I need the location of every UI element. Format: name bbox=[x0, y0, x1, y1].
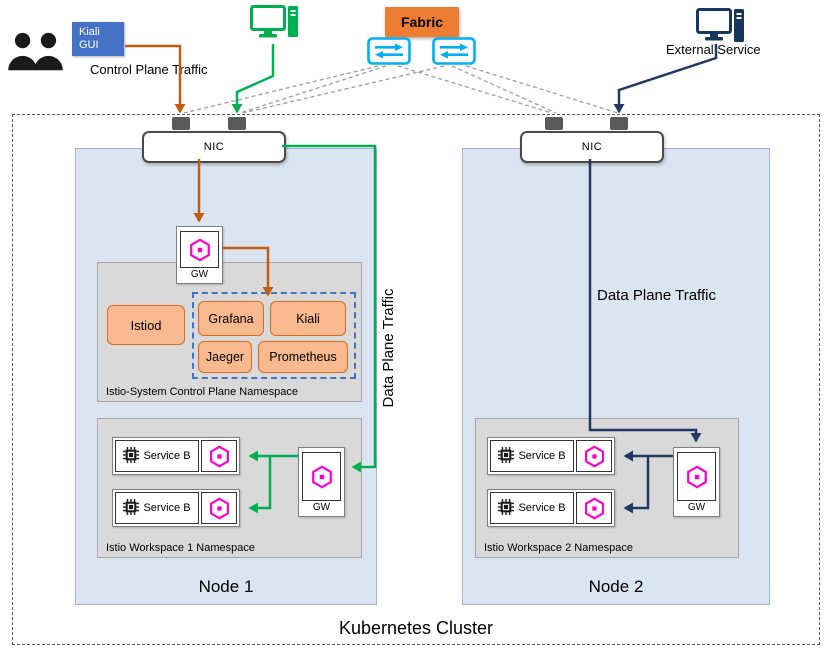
external-service-label: External Service bbox=[666, 42, 761, 57]
envoy-gateway-icon bbox=[677, 452, 716, 501]
nic-port bbox=[545, 117, 563, 130]
envoy-gateway-icon bbox=[180, 231, 219, 268]
service-label: Service B bbox=[518, 450, 566, 462]
service-b-pod: Service B bbox=[487, 437, 615, 475]
cpu-chip-icon bbox=[498, 446, 515, 466]
envoy-sidecar-icon bbox=[201, 440, 237, 472]
cluster-label: Kubernetes Cluster bbox=[338, 618, 494, 638]
node2-nic: NIC bbox=[520, 131, 664, 163]
network-switch-icon bbox=[367, 37, 411, 70]
workspace-2-gateway: GW bbox=[673, 447, 720, 517]
network-switch-icon bbox=[432, 37, 476, 70]
fabric-box: Fabric bbox=[385, 7, 459, 37]
envoy-sidecar-icon bbox=[576, 492, 612, 524]
grafana-box: Grafana bbox=[198, 301, 264, 336]
gateway-label: GW bbox=[687, 502, 706, 513]
node1-nic: NIC bbox=[142, 131, 286, 163]
prometheus-box: Prometheus bbox=[258, 341, 348, 373]
gateway-label: GW bbox=[312, 502, 331, 513]
cpu-chip-icon bbox=[123, 446, 140, 466]
data-plane-traffic-label-vertical: Data Plane Traffic bbox=[380, 288, 397, 408]
service-b-pod: Service B bbox=[487, 489, 615, 527]
envoy-sidecar-icon bbox=[576, 440, 612, 472]
node-1-label: Node 1 bbox=[198, 577, 254, 596]
kiali-gui-box: Kiali GUI bbox=[72, 22, 124, 56]
service-label: Service B bbox=[518, 502, 566, 514]
kiali-gui-label-line1: Kiali bbox=[79, 26, 100, 38]
control-plane-namespace-label: Istio-System Control Plane Namespace bbox=[106, 386, 298, 398]
workspace-2-label: Istio Workspace 2 Namespace bbox=[484, 542, 633, 554]
fabric-dashed-links bbox=[183, 65, 619, 114]
service-label: Service B bbox=[143, 502, 191, 514]
node-2-label: Node 2 bbox=[588, 577, 644, 596]
nic-port bbox=[610, 117, 628, 130]
cpu-chip-icon bbox=[123, 498, 140, 518]
workspace-1-label: Istio Workspace 1 Namespace bbox=[106, 542, 255, 554]
kiali-box: Kiali bbox=[270, 301, 346, 336]
jaeger-box: Jaeger bbox=[198, 341, 252, 373]
data-plane-traffic-label: Data Plane Traffic bbox=[597, 287, 716, 304]
service-b-pod: Service B bbox=[112, 437, 240, 475]
kiali-gui-label-line2: GUI bbox=[79, 39, 99, 51]
external-service-computer-icon bbox=[696, 8, 746, 53]
nic-port bbox=[228, 117, 246, 130]
envoy-sidecar-icon bbox=[201, 492, 237, 524]
istiod-box: Istiod bbox=[107, 305, 185, 345]
workstation-computer-icon bbox=[250, 5, 300, 50]
service-label: Service B bbox=[143, 450, 191, 462]
nic-label: NIC bbox=[203, 141, 225, 153]
nic-label: NIC bbox=[581, 141, 603, 153]
nic-port bbox=[172, 117, 190, 130]
control-plane-traffic-label: Control Plane Traffic bbox=[90, 62, 208, 77]
envoy-gateway-icon bbox=[302, 452, 341, 501]
kubernetes-cluster-boundary: Kubernetes Cluster bbox=[12, 114, 820, 645]
node1-ingress-gateway: GW bbox=[176, 226, 223, 284]
users-icon bbox=[6, 30, 66, 81]
cpu-chip-icon bbox=[498, 498, 515, 518]
gateway-label: GW bbox=[190, 269, 209, 280]
service-b-pod: Service B bbox=[112, 489, 240, 527]
workspace-1-gateway: GW bbox=[298, 447, 345, 517]
